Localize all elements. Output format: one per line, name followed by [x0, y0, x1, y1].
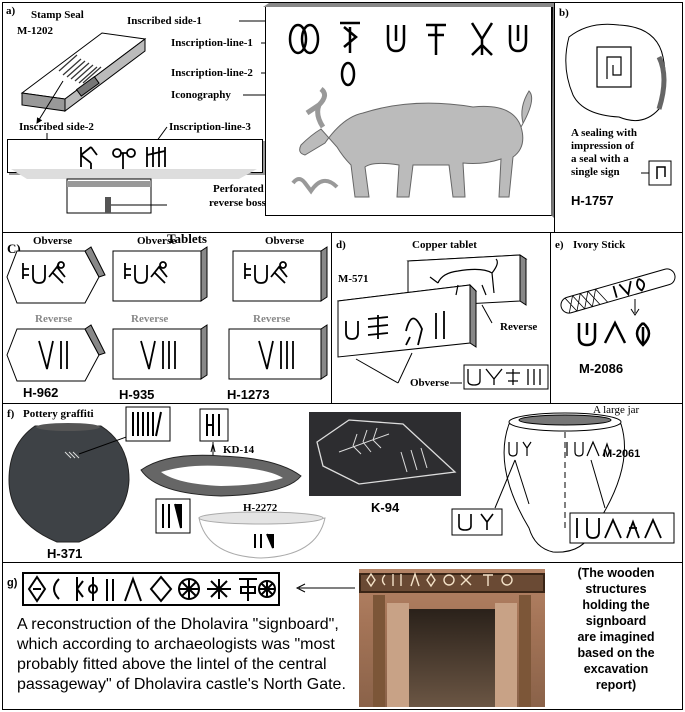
- panel-b-letter: b): [559, 7, 569, 19]
- h2272-graffiti-box: [155, 498, 191, 534]
- copper-tablet-title: Copper tablet: [412, 239, 477, 251]
- stamp-seal-illustration: [20, 32, 147, 112]
- obverse-label-3: Obverse: [265, 235, 305, 247]
- tablets-title: Tablets: [167, 232, 207, 246]
- description-line-4: passageway" of Dholavira castle's North …: [17, 676, 346, 693]
- panel-c: C) Tablets Obverse Obverse Obverse Rever…: [2, 232, 332, 404]
- k94-sherd: [316, 419, 457, 485]
- signboard-description: A reconstruction of the Dholavira "signb…: [17, 615, 346, 695]
- north-gate-photo: [359, 569, 545, 707]
- tablet-id-2: H-935: [119, 387, 155, 402]
- signboard-arrow: [295, 583, 355, 593]
- iconography-label: Iconography: [171, 89, 231, 101]
- reverse-label-1: Reverse: [35, 313, 73, 325]
- panel-f-letter: f): [7, 408, 15, 420]
- panel-g-letter: g): [7, 577, 18, 589]
- boss-label-2: reverse boss: [209, 197, 266, 209]
- perforated-boss: [11, 169, 257, 214]
- obverse-label-1: Obverse: [33, 235, 73, 247]
- kd14-label: KD-14: [223, 444, 255, 456]
- h2272-label: H-2272: [243, 502, 278, 514]
- panel-d-letter: d): [336, 239, 346, 251]
- bowl-h2272: [198, 511, 326, 559]
- sealing-caption-3: a seal with a: [571, 153, 629, 165]
- gate-post-left: [373, 595, 385, 707]
- reverse-label-3: Reverse: [253, 313, 291, 325]
- sealing-illustration: [565, 23, 667, 122]
- large-jar-id: M-2061: [603, 448, 641, 460]
- dholavira-signboard: [22, 572, 280, 606]
- panel-g: g) A reconstruction of the Dholavira "si…: [2, 562, 683, 710]
- inscription-line-2-label: Inscription-line-2: [171, 67, 253, 79]
- gate-wall-right: [495, 603, 517, 707]
- inscribed-side-2-label: Inscribed side-2: [19, 121, 94, 133]
- signboard-beam: [359, 573, 545, 593]
- ring-bangle: [140, 442, 302, 497]
- ivory-stick-title: Ivory Stick: [573, 239, 626, 251]
- panel-a: a) Stamp Seal M-1202 Inscribed side-1 In…: [2, 2, 555, 233]
- note-line-3: holding the: [582, 598, 650, 612]
- ivory-stick-illustration: [560, 268, 676, 347]
- inscription-line-3-signs: [80, 146, 166, 169]
- note-line-2: structures: [585, 582, 647, 596]
- bull-iconography: [291, 87, 533, 198]
- copper-obverse-label: Obverse: [410, 377, 450, 389]
- inscription-line-3-label: Inscription-line-3: [169, 121, 251, 133]
- stamp-seal-label: Stamp Seal: [31, 9, 84, 21]
- description-line-3: probably fitted above the lintel of the …: [17, 656, 327, 673]
- gate-post-right: [519, 595, 531, 707]
- copper-reverse-label: Reverse: [500, 321, 538, 333]
- note-line-6: based on the: [577, 646, 655, 660]
- panel-d: d) Copper tablet M-571: [331, 232, 551, 404]
- reverse-label-2: Reverse: [131, 313, 169, 325]
- seal-face-3d-edges: [263, 3, 554, 218]
- panel-e-letter: e): [555, 239, 564, 251]
- tablet-id-1: H-962: [23, 385, 59, 400]
- note-line-1: (The wooden: [577, 566, 655, 580]
- note-line-5: are imagined: [577, 630, 655, 644]
- description-line-1: A reconstruction of the Dholavira "signb…: [17, 616, 339, 633]
- jar-inscription-box-2: [569, 512, 675, 544]
- k94-id: K-94: [371, 500, 400, 515]
- gate-signboard-signs: [366, 571, 513, 588]
- sealing-caption-4: single sign: [571, 166, 620, 178]
- tablets-illustration: [6, 246, 328, 382]
- kd14-graffiti-box: [199, 408, 229, 442]
- inscription-line-1-label: Inscription-line-1: [171, 37, 253, 49]
- gate-doorway: [409, 609, 495, 707]
- tablet-id-3: H-1273: [227, 387, 270, 402]
- inscription-line-1-signs: [288, 21, 528, 56]
- panel-a-letter: a): [6, 5, 16, 17]
- note-line-4: signboard: [585, 614, 647, 628]
- inscribed-side-2-strip: [7, 139, 263, 173]
- inscribed-side-1-label: Inscribed side-1: [127, 15, 202, 27]
- panel-e: e) Ivory Stick M-2086: [550, 232, 683, 404]
- obverse-label-2: Obverse: [137, 235, 177, 247]
- description-line-2: which according to archaeologists was "m…: [17, 636, 335, 653]
- pottery-graffiti-label: Pottery graffiti: [23, 408, 94, 420]
- boss-label-1: Perforated: [213, 183, 264, 195]
- seal-id: M-1202: [17, 25, 54, 37]
- copper-tablet-id: M-571: [338, 273, 369, 285]
- large-jar-label: A large jar: [593, 404, 640, 416]
- jar-inscription-box-1: [451, 508, 503, 536]
- ivory-stick-id: M-2086: [579, 361, 624, 376]
- gate-note: (The wooden structures holding the signb…: [551, 565, 681, 693]
- panel-f: f) Pottery graffiti H-371 KD-14 H-2272 K…: [2, 403, 683, 563]
- copper-tablet-illustration: [336, 254, 549, 390]
- sealing-caption-1: A sealing with: [571, 127, 638, 139]
- sealing-caption-2: impression of: [571, 140, 635, 152]
- note-line-7: excavation: [583, 662, 649, 676]
- pottery-graffiti-box: [125, 406, 171, 442]
- sealing-id: H-1757: [571, 193, 614, 208]
- panel-b: b) A sealing with impression of a seal w…: [554, 2, 683, 233]
- note-line-8: report): [595, 678, 637, 692]
- single-sign-box: [641, 160, 672, 186]
- gate-wall-left: [387, 603, 409, 707]
- inscription-line-2-sign: [340, 61, 356, 87]
- pottery-jar-h371: [8, 423, 130, 543]
- pottery-id-h371: H-371: [47, 546, 83, 561]
